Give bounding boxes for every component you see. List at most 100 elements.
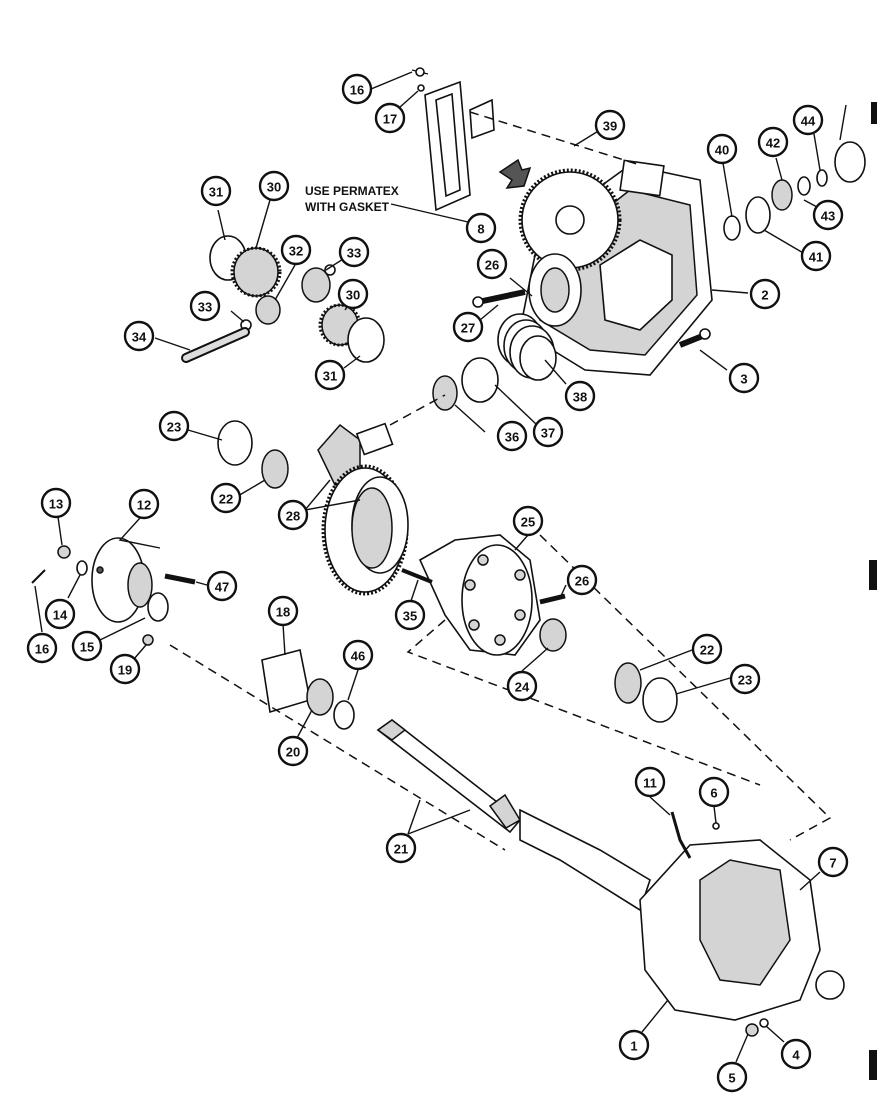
callout-3: 3 bbox=[730, 364, 758, 392]
callout-label: 8 bbox=[477, 222, 484, 237]
callout-37: 37 bbox=[534, 418, 562, 446]
cap-45 bbox=[835, 142, 865, 182]
callout-label: 22 bbox=[219, 492, 233, 507]
callout-28: 28 bbox=[279, 501, 307, 529]
retainer-upper bbox=[529, 254, 581, 326]
callout-22: 22 bbox=[212, 484, 240, 512]
edge-mark-mid bbox=[869, 560, 877, 590]
callout-label: 30 bbox=[346, 288, 360, 303]
note-line-1: USE PERMATEX bbox=[305, 184, 399, 198]
callout-label: 30 bbox=[267, 180, 281, 195]
bolt-upper bbox=[473, 292, 525, 307]
callout-34: 34 bbox=[125, 322, 153, 350]
callout-label: 31 bbox=[209, 185, 223, 200]
breather-11 bbox=[672, 812, 690, 858]
bearing-cone-36 bbox=[433, 376, 457, 410]
callout-20: 20 bbox=[279, 737, 307, 765]
bearing-cup-37 bbox=[462, 358, 498, 402]
callout-14: 14 bbox=[46, 600, 74, 628]
callout-label: 15 bbox=[80, 640, 94, 655]
callout-label: 11 bbox=[643, 776, 657, 791]
callout-26: 26 bbox=[568, 566, 596, 594]
callout-label: 16 bbox=[350, 83, 364, 98]
callout-6: 6 bbox=[700, 778, 728, 806]
bolt-47 bbox=[165, 576, 195, 582]
callout-12: 12 bbox=[130, 490, 158, 518]
callout-7: 7 bbox=[819, 848, 847, 876]
callout-label: 46 bbox=[351, 649, 365, 664]
tag-6 bbox=[713, 823, 719, 829]
callout-label: 44 bbox=[801, 114, 816, 129]
callout-label: 32 bbox=[289, 244, 303, 259]
differential-case bbox=[420, 535, 540, 655]
callout-23: 23 bbox=[731, 665, 759, 693]
callout-35: 35 bbox=[396, 601, 424, 629]
callout-label: 4 bbox=[792, 1048, 800, 1063]
callout-label: 26 bbox=[485, 258, 499, 273]
callout-42: 42 bbox=[759, 128, 787, 156]
cup-23-upper bbox=[218, 421, 252, 465]
callout-label: 43 bbox=[821, 209, 835, 224]
callout-47: 47 bbox=[208, 572, 236, 600]
edge-mark-bottom bbox=[869, 1050, 877, 1080]
callout-16: 16 bbox=[28, 634, 56, 662]
parts-layer bbox=[32, 68, 877, 1080]
callout-38: 38 bbox=[566, 382, 594, 410]
callout-label: 34 bbox=[132, 330, 147, 345]
axle-shaft bbox=[378, 720, 520, 832]
washer-24 bbox=[540, 619, 566, 651]
direction-arrow bbox=[500, 160, 530, 188]
callout-label: 27 bbox=[461, 321, 475, 336]
callout-13: 13 bbox=[42, 489, 70, 517]
callout-19: 19 bbox=[111, 655, 139, 683]
bearing-42 bbox=[772, 180, 792, 210]
dashed-line-axle bbox=[170, 645, 505, 850]
callout-label: 37 bbox=[541, 426, 555, 441]
cone-22-lower bbox=[615, 663, 641, 703]
callout-32: 32 bbox=[282, 236, 310, 264]
cone-22-upper bbox=[262, 450, 288, 488]
callout-22: 22 bbox=[693, 635, 721, 663]
callout-5: 5 bbox=[718, 1063, 746, 1091]
callout-17: 17 bbox=[376, 104, 404, 132]
callout-label: 18 bbox=[276, 605, 290, 620]
callout-23: 23 bbox=[160, 412, 188, 440]
cotter-16 bbox=[32, 570, 45, 583]
callout-label: 42 bbox=[766, 136, 780, 151]
callout-label: 21 bbox=[394, 842, 408, 857]
callout-40: 40 bbox=[708, 135, 736, 163]
cup-41 bbox=[746, 197, 770, 233]
callout-label: 39 bbox=[603, 119, 617, 134]
callout-label: 41 bbox=[809, 250, 823, 265]
ring-44 bbox=[817, 170, 827, 186]
note-line-2: WITH GASKET bbox=[305, 200, 390, 214]
callout-46: 46 bbox=[344, 641, 372, 669]
callout-label: 20 bbox=[286, 745, 300, 760]
gasket bbox=[425, 82, 494, 210]
callout-41: 41 bbox=[802, 242, 830, 270]
callout-label: 33 bbox=[347, 246, 361, 261]
callout-label: 17 bbox=[383, 112, 397, 127]
callout-8: 8 bbox=[467, 214, 495, 242]
callout-39: 39 bbox=[596, 111, 624, 139]
callout-label: 25 bbox=[521, 515, 535, 530]
callout-label: 14 bbox=[53, 608, 68, 623]
callout-label: 33 bbox=[198, 300, 212, 315]
callout-label: 12 bbox=[137, 498, 151, 513]
callout-label: 16 bbox=[35, 642, 49, 657]
callout-1: 1 bbox=[620, 1031, 648, 1059]
callout-label: 19 bbox=[118, 663, 132, 678]
callout-label: 3 bbox=[740, 372, 747, 387]
callout-label: 23 bbox=[167, 420, 181, 435]
seal-46 bbox=[334, 701, 354, 729]
shim-18 bbox=[262, 650, 310, 712]
callout-label: 40 bbox=[715, 143, 729, 158]
callout-label: 6 bbox=[710, 786, 717, 801]
callout-31: 31 bbox=[202, 177, 230, 205]
callout-30: 30 bbox=[260, 172, 288, 200]
bearing-20 bbox=[307, 679, 333, 715]
callout-label: 36 bbox=[505, 430, 519, 445]
callout-44: 44 bbox=[794, 106, 822, 134]
cross-shaft bbox=[186, 332, 245, 358]
callout-label: 2 bbox=[761, 288, 768, 303]
